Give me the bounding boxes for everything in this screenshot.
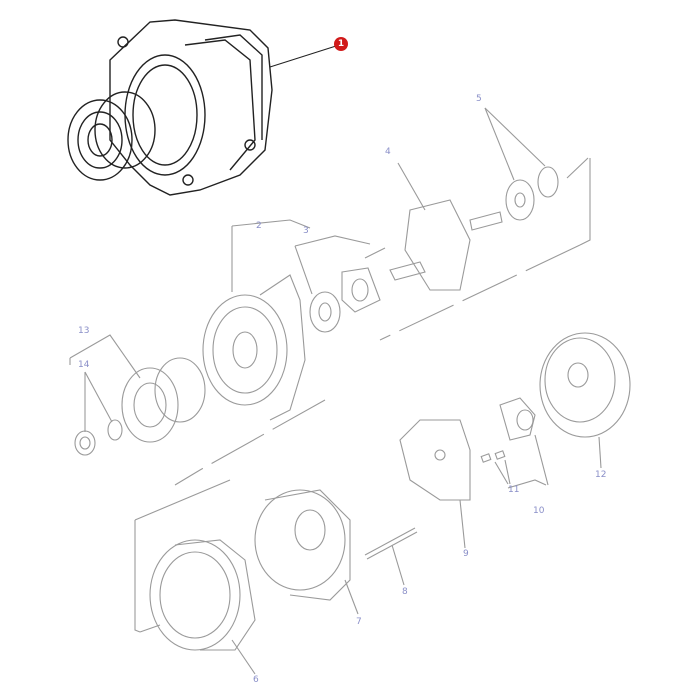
callout-10[interactable]: 10 bbox=[533, 506, 545, 516]
callout-7[interactable]: 7 bbox=[356, 617, 362, 627]
callout-9[interactable]: 9 bbox=[463, 549, 469, 559]
callout-3[interactable]: 3 bbox=[303, 226, 309, 236]
part-10-brush-holder[interactable] bbox=[499, 397, 549, 489]
callout-5[interactable]: 5 bbox=[476, 94, 482, 104]
callout-8[interactable]: 8 bbox=[402, 587, 408, 597]
part-5-bearing-set[interactable] bbox=[484, 107, 559, 221]
part-7-rear-housing[interactable] bbox=[254, 489, 359, 615]
callout-6[interactable]: 6 bbox=[253, 675, 259, 685]
callout-12[interactable]: 12 bbox=[595, 470, 607, 480]
part-13-pulley[interactable] bbox=[69, 334, 206, 443]
part-6-stator[interactable] bbox=[149, 539, 256, 675]
part-11-brushes[interactable] bbox=[480, 450, 511, 485]
part-3-bearing-retainer[interactable] bbox=[294, 235, 386, 333]
callout-2[interactable]: 2 bbox=[256, 221, 262, 231]
part-4-rotor[interactable] bbox=[389, 162, 503, 291]
part-12-cover[interactable] bbox=[539, 332, 631, 469]
callout-13[interactable]: 13 bbox=[78, 326, 90, 336]
part-14-nut-washer[interactable] bbox=[74, 371, 123, 456]
callout-11[interactable]: 11 bbox=[508, 485, 520, 495]
callout-14[interactable]: 14 bbox=[78, 360, 90, 370]
callout-4[interactable]: 4 bbox=[385, 147, 391, 157]
part-9-rectifier[interactable] bbox=[399, 419, 471, 549]
part-2-drive-end-housing[interactable] bbox=[202, 219, 311, 421]
callout-badge-1[interactable]: 1 bbox=[334, 37, 348, 51]
part-8-through-bolt[interactable] bbox=[364, 527, 418, 586]
assembled-alternator[interactable] bbox=[67, 19, 337, 196]
